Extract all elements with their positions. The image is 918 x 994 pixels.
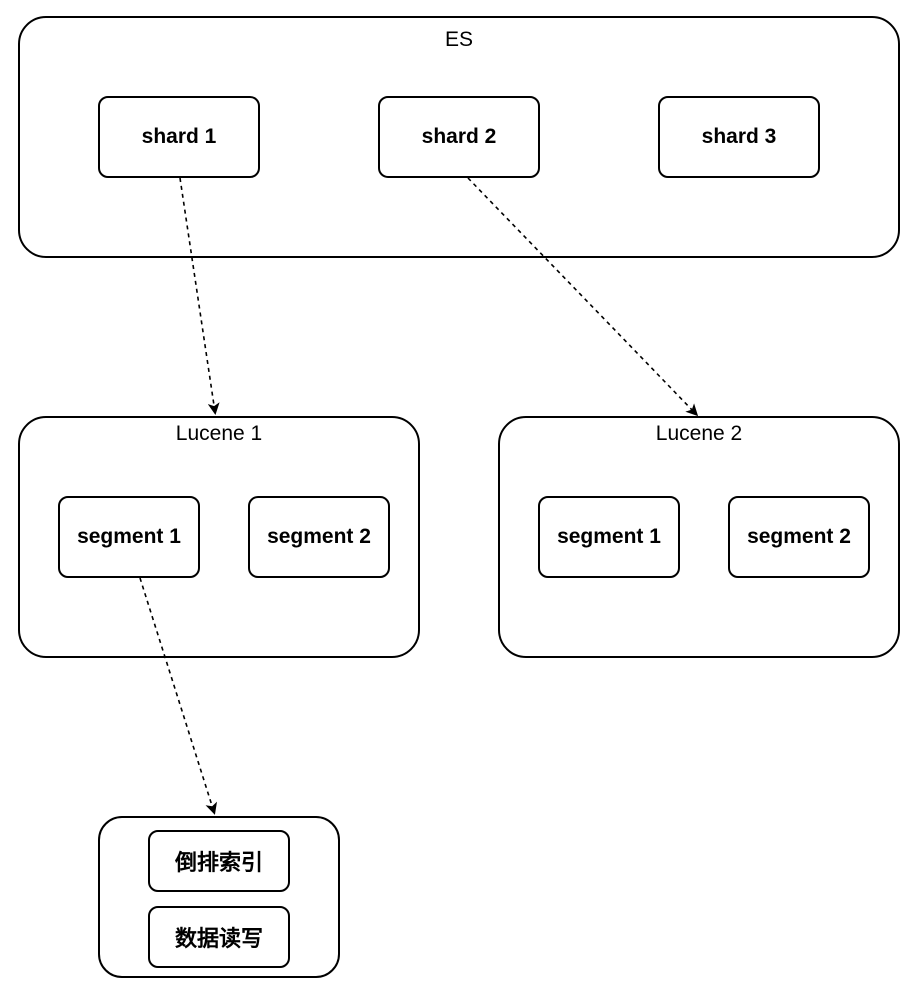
lucene-2-title: Lucene 2 [655,422,743,445]
lucene-1-segment-2-node[interactable]: segment 2 [248,496,390,578]
lucene-1-title: Lucene 1 [175,422,263,445]
shard-3-node[interactable]: shard 3 [658,96,820,178]
lucene-2-segment-1-node[interactable]: segment 1 [538,496,680,578]
lucene-1-segment-1-node[interactable]: segment 1 [58,496,200,578]
lucene-2-segment-2-node[interactable]: segment 2 [728,496,870,578]
shard-2-node[interactable]: shard 2 [378,96,540,178]
data-read-write-node[interactable]: 数据读写 [148,906,290,968]
inverted-index-node[interactable]: 倒排索引 [148,830,290,892]
shard-1-node[interactable]: shard 1 [98,96,260,178]
es-title: ES [444,28,473,51]
